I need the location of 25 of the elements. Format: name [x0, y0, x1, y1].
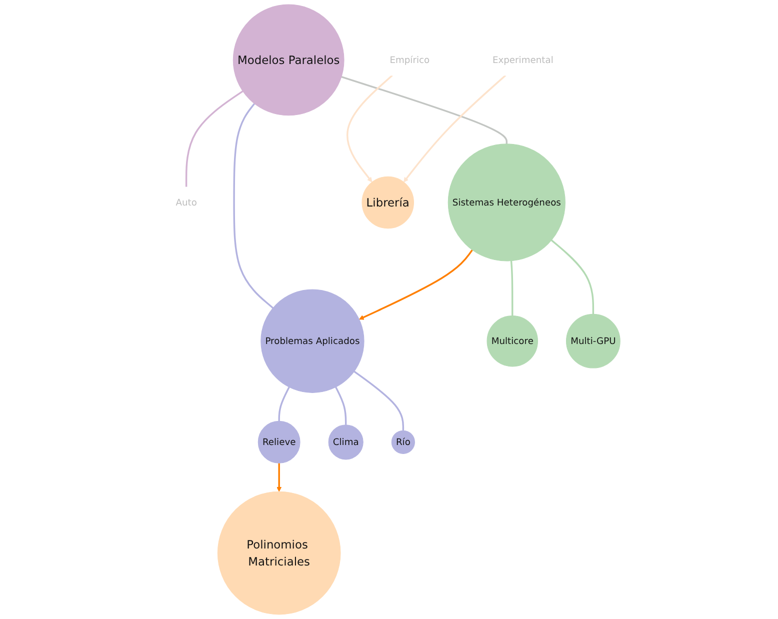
- node-circle: Sistemas Heterogéneos: [448, 144, 566, 262]
- node-circle: Modelos Paralelos: [232, 4, 344, 116]
- connector: [550, 240, 594, 314]
- connector: [278, 386, 290, 422]
- arrow: [276, 463, 282, 492]
- node-circle: Clima: [328, 424, 364, 460]
- arrow: [358, 249, 473, 320]
- connector: [340, 76, 508, 144]
- node-text: Auto: [175, 196, 197, 208]
- node-circle: Multicore: [486, 315, 538, 367]
- node-text: Empírico: [389, 54, 430, 66]
- connector: [334, 386, 346, 425]
- node-circle: Río: [391, 430, 415, 454]
- node-circle: Relieve: [258, 420, 300, 464]
- node-text: Experimental: [492, 54, 554, 66]
- connector: [510, 260, 513, 316]
- node-circle: Polinomios Matriciales: [217, 491, 340, 615]
- connector: [353, 370, 404, 431]
- node-circle: Problemas Aplicados: [260, 289, 364, 393]
- connector: [232, 103, 274, 309]
- connector: [185, 90, 243, 188]
- arrow: [346, 74, 393, 182]
- node-circle: Multi-GPU: [566, 314, 620, 368]
- arrow: [403, 74, 506, 182]
- node-circle: Librería: [361, 176, 414, 229]
